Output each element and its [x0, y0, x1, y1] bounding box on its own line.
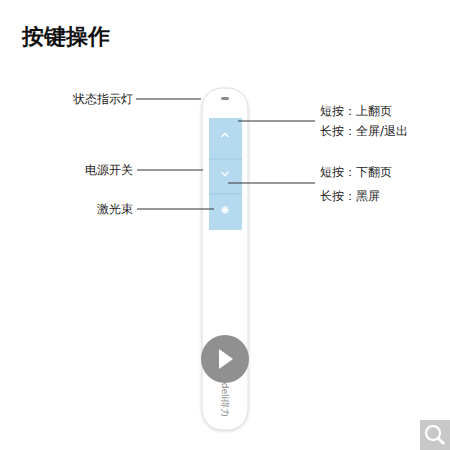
zoom-icon [420, 420, 450, 450]
function-label: 长按：黑屏 [320, 189, 380, 203]
page-title: 按键操作 [22, 24, 110, 50]
part-label: 状态指示灯 [73, 92, 133, 106]
function-label: 长按：全屏/退出 [320, 124, 408, 138]
status-led [221, 97, 229, 100]
device-body [202, 88, 248, 430]
function-label: 短按：下翻页 [320, 165, 392, 179]
down-arrow [222, 172, 229, 176]
function-label: 短按：上翻页 [320, 104, 392, 118]
part-label: 电源开关 [85, 163, 133, 177]
button-panel [209, 118, 242, 230]
part-label: 激光束 [97, 202, 133, 216]
play-button [201, 335, 249, 383]
leader-lines [136, 99, 315, 209]
up-arrow [222, 134, 229, 138]
brand-logo: deli得力 [220, 383, 230, 417]
laser-symbol [221, 206, 229, 214]
